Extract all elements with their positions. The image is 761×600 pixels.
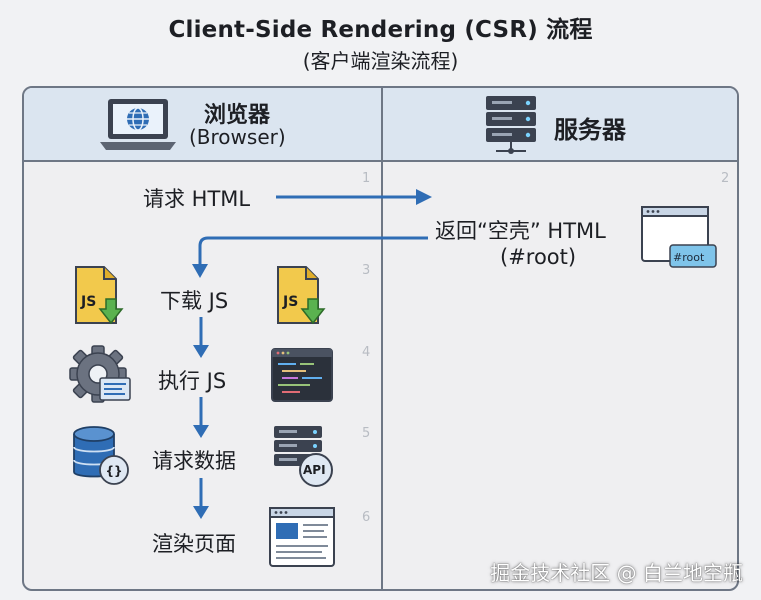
arrow-execute-to-request: [193, 397, 209, 438]
step-number-3: 3: [362, 263, 371, 278]
root-badge-label: #root: [673, 251, 705, 264]
js-file-download-icon-right: [277, 266, 326, 325]
step-return-shell-root: (#root): [500, 245, 577, 269]
js-badge-left: JS: [81, 294, 97, 310]
step-number-5: 5: [362, 426, 371, 441]
arrow-download-to-execute: [193, 317, 209, 358]
gear-settings-icon: [69, 345, 131, 403]
api-badge: API: [303, 463, 326, 477]
api-server-icon: [274, 426, 333, 487]
step-return-shell-html: 返回“空壳” HTML: [435, 219, 606, 243]
diagram-subtitle: (客户端渲染流程): [302, 49, 459, 73]
arrow-return-to-browser: [192, 236, 428, 278]
diagram-frame: 浏览器 (Browser) 服务器 1 2 3 4 5 6 请求 HTML 返回…: [22, 86, 739, 591]
column-divider: [381, 88, 383, 589]
database-icon: {}: [73, 426, 129, 485]
web-page-layout-icon: [269, 507, 335, 567]
step-number-6: 6: [362, 510, 371, 525]
arrow-request-to-render: [193, 478, 209, 519]
code-editor-icon: [271, 348, 333, 402]
step-number-4: 4: [362, 345, 371, 360]
step-request-data: 请求数据: [152, 449, 236, 473]
step-render-page: 渲染页面: [152, 532, 236, 556]
diagram-title: Client-Side Rendering (CSR) 流程: [168, 17, 593, 43]
server-rack-icon: [486, 96, 536, 154]
server-column-title: 服务器: [554, 116, 626, 144]
laptop-globe-icon: [100, 99, 176, 150]
step-number-1: 1: [362, 171, 371, 186]
step-number-2: 2: [721, 171, 730, 186]
step-download-js: 下载 JS: [160, 289, 229, 313]
step-execute-js: 执行 JS: [158, 369, 227, 393]
step-request-html: 请求 HTML: [143, 187, 251, 211]
js-file-download-icon: [75, 266, 124, 325]
browser-column-title: 浏览器: [204, 103, 271, 128]
browser-column-subtitle: (Browser): [189, 125, 286, 149]
arrow-request-to-server: [276, 189, 432, 205]
js-badge-right: JS: [283, 294, 299, 310]
browser-window-icon: [641, 206, 717, 268]
watermark: 掘金技术社区 @ 白兰地空瓶: [490, 561, 743, 585]
svg-text:{}: {}: [105, 464, 122, 478]
